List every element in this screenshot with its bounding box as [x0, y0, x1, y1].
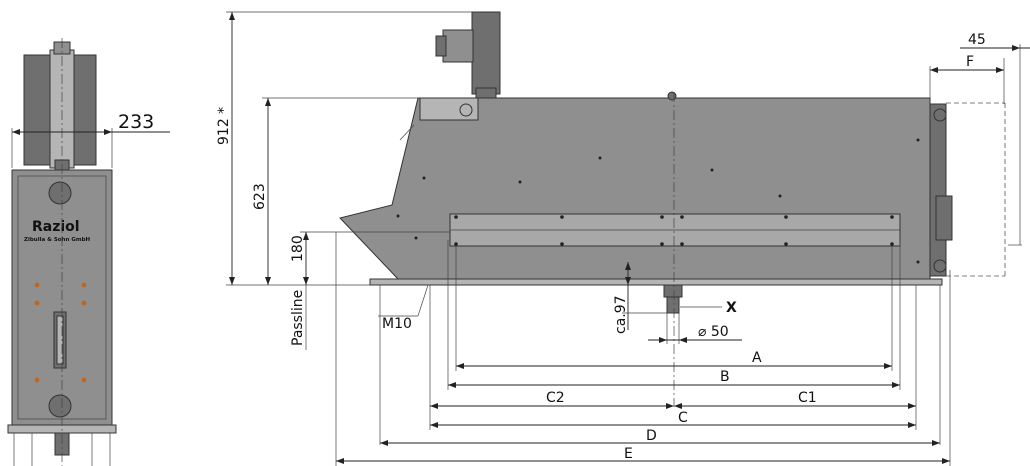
- bolt-dot: [680, 242, 684, 246]
- bolt-dot: [598, 156, 602, 160]
- nozzle-tip: [666, 296, 680, 314]
- front-view: Raziol Zibulla & Sohn GmbH 233: [7, 38, 170, 466]
- nozzle-collar: [663, 284, 683, 298]
- bolt-dot: [890, 242, 894, 246]
- bolt-dot: [560, 242, 564, 246]
- m10-leader: [417, 284, 429, 317]
- front-lower-port: [48, 394, 72, 418]
- dim-912-label: 912 *: [216, 107, 232, 145]
- dim-A-label: A: [752, 350, 762, 366]
- bolt-dot: [422, 176, 426, 180]
- nozzle-marker-label: X: [726, 300, 737, 316]
- bolt-dot: [710, 168, 714, 172]
- dim-45-label: 45: [968, 32, 986, 48]
- motor-gearbox: [442, 29, 474, 63]
- dim-180-label: 180: [290, 235, 306, 262]
- bolt-dot: [396, 214, 400, 218]
- motor-flange: [475, 87, 497, 99]
- dim-C-label: C: [678, 410, 688, 426]
- right-knob: [933, 259, 947, 273]
- front-screw-dot: [81, 377, 87, 383]
- bolt-dot: [660, 215, 664, 219]
- dim-ca97-label: ca.97: [613, 295, 629, 334]
- bolt-dot: [454, 215, 458, 219]
- front-screw-dot: [34, 377, 40, 383]
- front-screw-dot: [34, 300, 40, 306]
- front-screw-dot: [81, 300, 87, 306]
- dim-D-label: D: [646, 428, 657, 444]
- housing-edge: [399, 124, 415, 141]
- base-plate: [369, 278, 943, 286]
- bolt-dot: [680, 215, 684, 219]
- main-housing: [339, 97, 931, 280]
- bolt-dot: [916, 138, 920, 142]
- brand-subtitle: Zibulla & Sohn GmbH: [24, 237, 91, 243]
- side-view: 45 F 912 * 623 180 Passline M10 ca.97 X: [12, 11, 1030, 466]
- dim-C1-label: C1: [798, 390, 817, 406]
- top-knob: [667, 91, 677, 101]
- brand-name: Raziol: [32, 219, 80, 235]
- bolt-dot: [454, 242, 458, 246]
- dim-diameter-label: ⌀ 50: [698, 324, 729, 340]
- bolt-dot: [784, 242, 788, 246]
- dim-E-label: E: [624, 446, 633, 462]
- housing-eye: [459, 103, 473, 117]
- front-sight-window-glass: [56, 315, 64, 365]
- bolt-dot: [518, 180, 522, 184]
- dim-B-label: B: [720, 369, 730, 385]
- dim-F-label: F: [966, 54, 974, 70]
- dim-C2-label: C2: [546, 390, 565, 406]
- dim-623-label: 623: [252, 183, 268, 210]
- front-width-label: 233: [118, 111, 154, 133]
- bolt-dot: [660, 242, 664, 246]
- motor-column: [471, 11, 501, 95]
- dimension-arrowheads: [12, 12, 1020, 464]
- right-end-cap: [929, 103, 947, 277]
- front-upper-port: [48, 181, 72, 205]
- motor-gearbox-end: [435, 35, 447, 57]
- front-screw-dot: [81, 282, 87, 288]
- bolt-dot: [778, 194, 782, 198]
- right-knob: [933, 108, 947, 122]
- bolt-dot: [784, 215, 788, 219]
- bolt-dot: [560, 215, 564, 219]
- bolt-dot: [916, 260, 920, 264]
- front-screw-dot: [34, 282, 40, 288]
- m10-label: M10: [382, 316, 412, 332]
- bolt-dot: [890, 215, 894, 219]
- passline-label: Passline: [290, 290, 306, 346]
- bolt-dot: [414, 236, 418, 240]
- right-handle: [935, 195, 953, 241]
